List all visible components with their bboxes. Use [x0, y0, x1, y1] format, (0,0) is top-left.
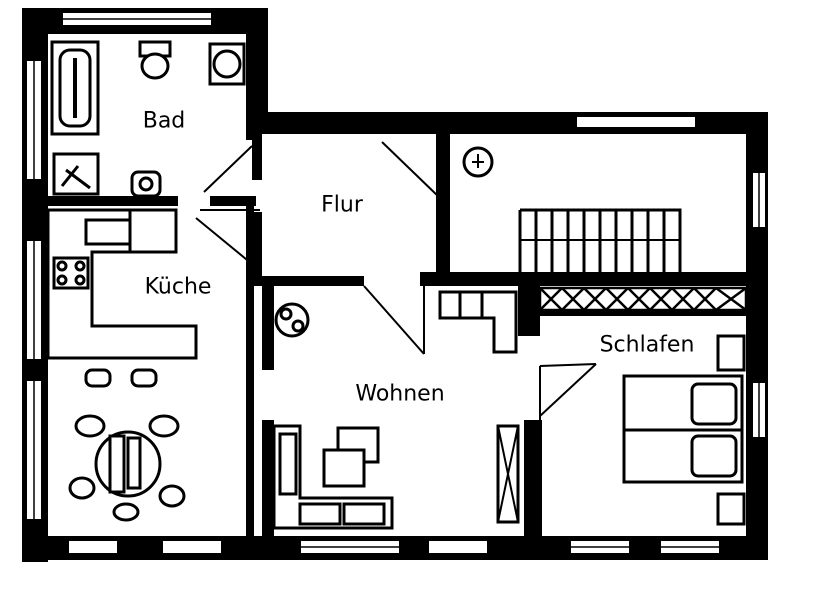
room-label-wohnen: Wohnen	[355, 381, 445, 407]
room-label-schlafen: Schlafen	[599, 332, 695, 358]
staircase	[462, 146, 682, 272]
shelf-unit	[438, 290, 518, 354]
sofa	[272, 424, 394, 530]
kitchen-counter	[46, 208, 198, 360]
washbasin	[130, 170, 162, 198]
window-lines	[33, 18, 760, 548]
shower-tray	[52, 152, 100, 196]
bathtub	[50, 40, 100, 136]
double-bed	[622, 374, 744, 484]
tv-cabinet	[496, 424, 520, 524]
wardrobe	[538, 286, 748, 312]
plant	[274, 302, 310, 338]
room-label-bad: Bad	[142, 108, 186, 134]
toilet	[138, 40, 172, 80]
room-label-kueche: Küche	[144, 274, 212, 300]
bar-stools	[84, 368, 158, 388]
doors	[178, 136, 597, 420]
washing-machine	[208, 42, 246, 86]
nightstands	[716, 334, 746, 526]
armchairs	[322, 426, 380, 488]
dining-table	[68, 414, 186, 522]
room-label-flur: Flur	[321, 192, 363, 218]
interior-walls	[48, 30, 746, 546]
